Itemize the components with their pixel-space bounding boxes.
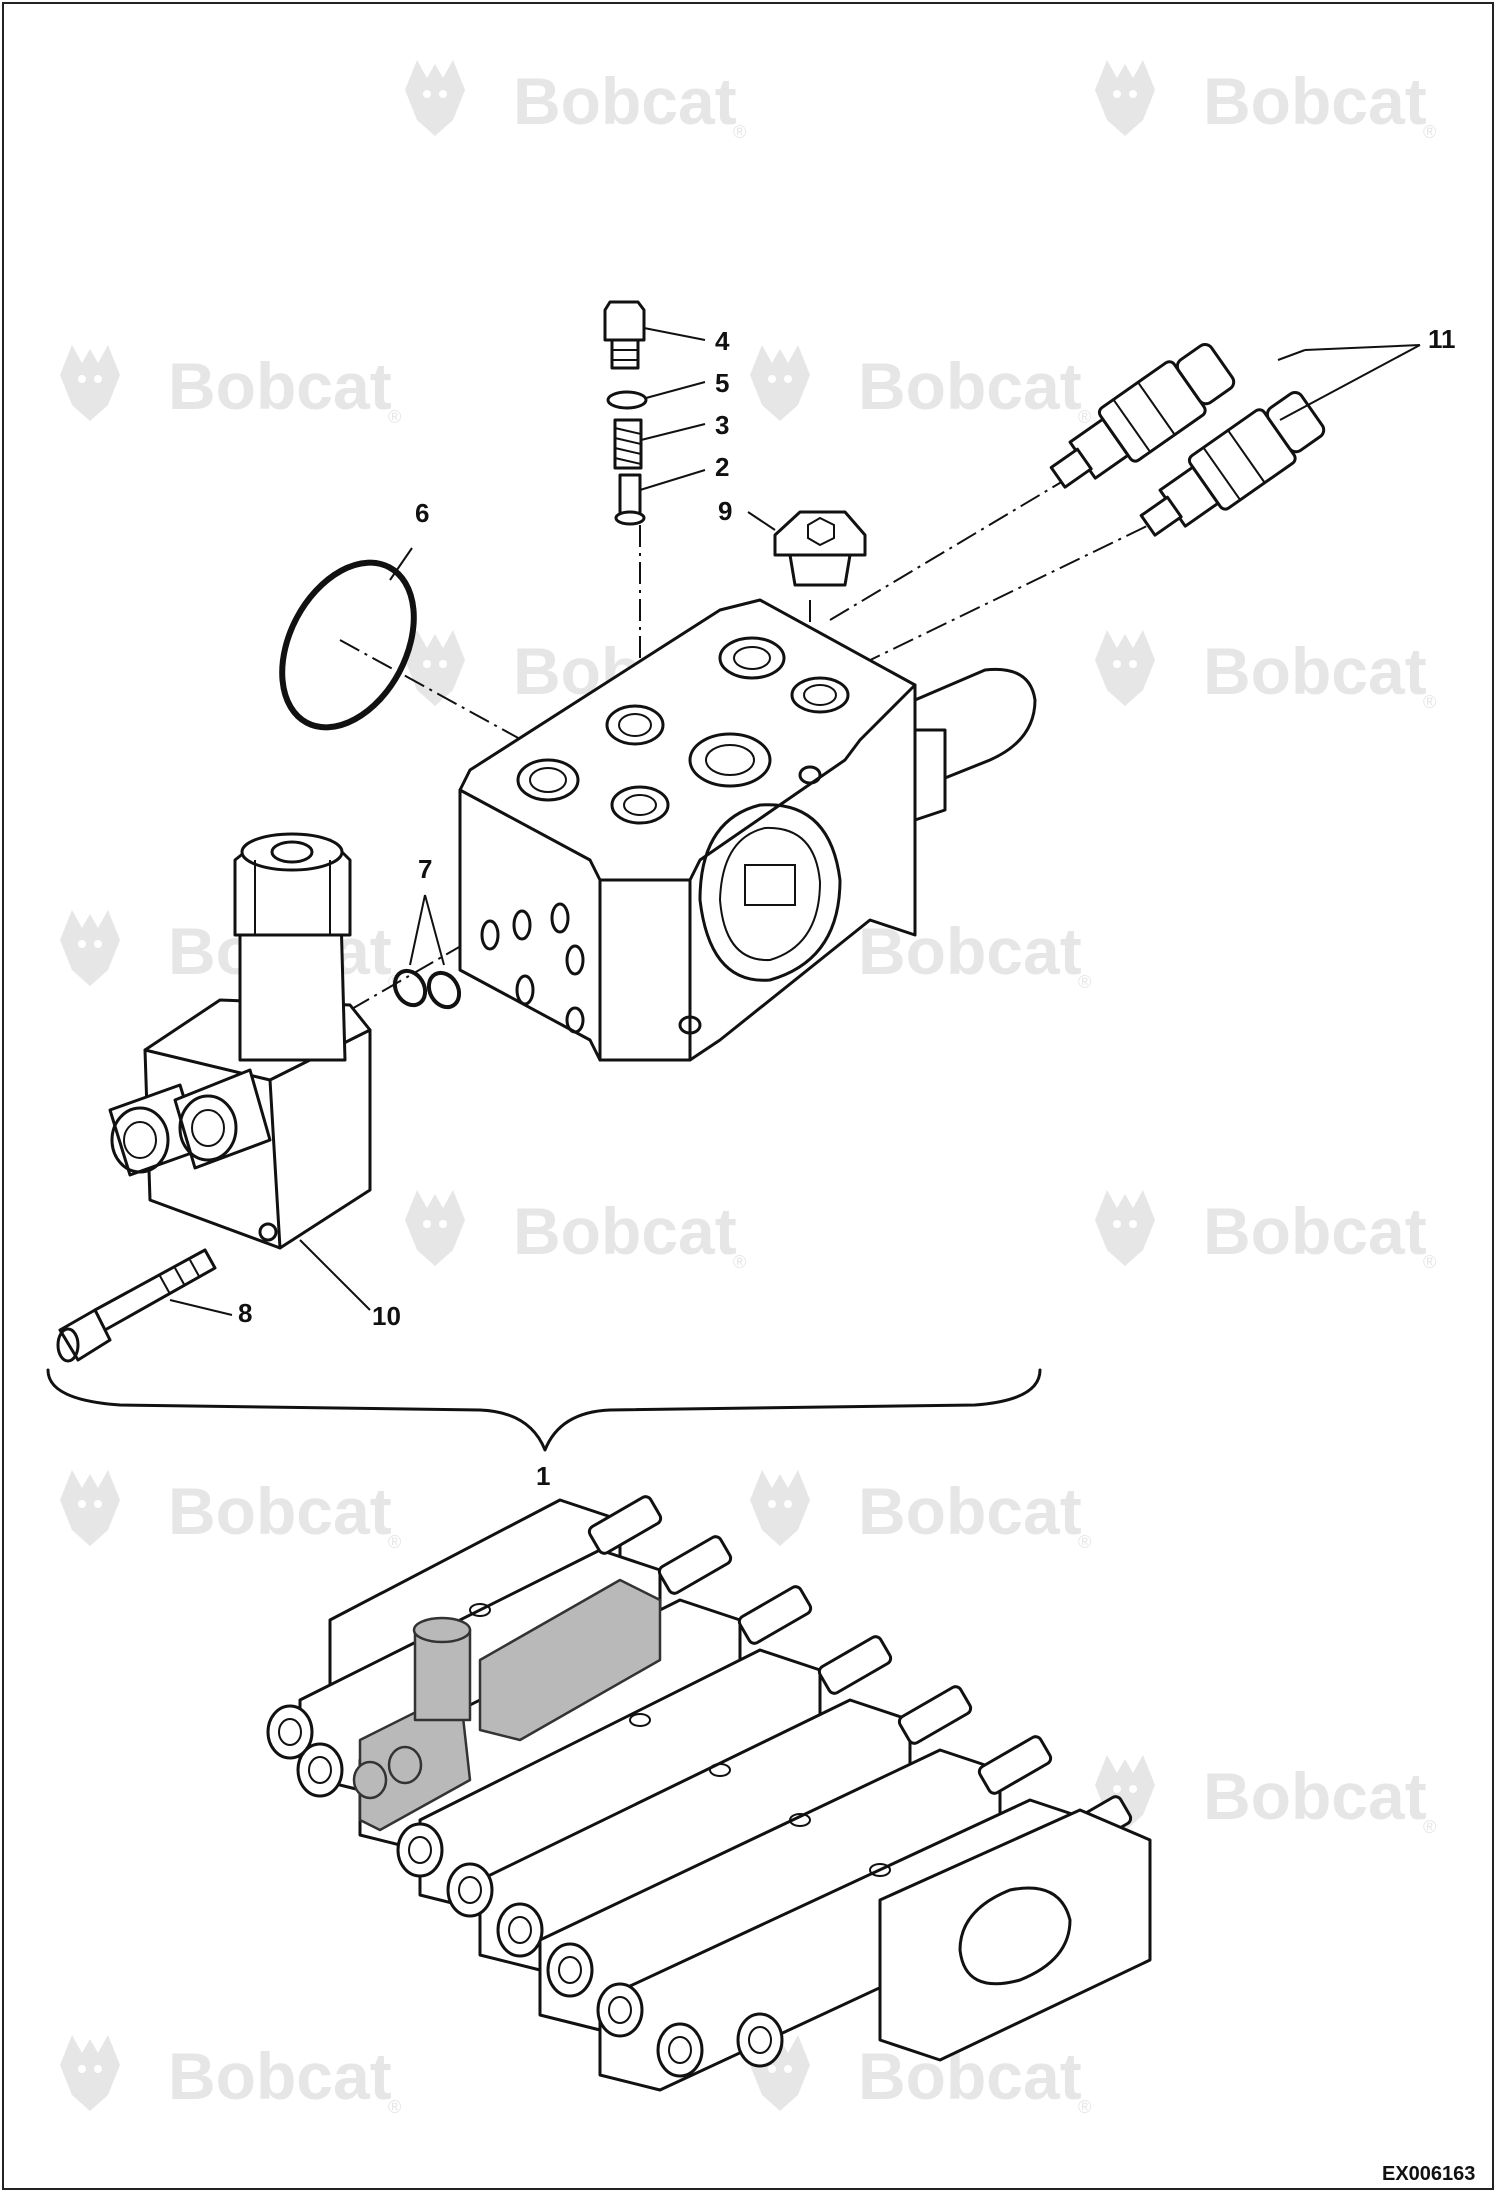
watermark-text: Bobcat [513,1194,737,1268]
callout-5: 5 [715,368,729,398]
part-5-oring [606,390,648,410]
watermark-text: Bobcat [168,2039,392,2113]
part-10-check-valve-block [108,832,372,1250]
bobcat-logo-icon [750,1470,810,1546]
part-4-plug [603,300,646,370]
callout-11: 11 [1428,324,1456,354]
callout-10: 10 [372,1301,401,1331]
callout-2: 2 [715,452,729,482]
watermark-text: Bobcat [1203,1194,1427,1268]
svg-text:®: ® [388,2097,401,2117]
bobcat-logo-icon [405,1190,465,1266]
bobcat-logo-icon [1095,630,1155,706]
bobcat-logo-icon [60,345,120,421]
part-8-bolt [56,1248,217,1363]
part-7-orings [392,968,462,1010]
watermark-text: Bobcat [858,1474,1082,1548]
part-6-large-oring [279,559,417,731]
svg-text:®: ® [1078,1532,1091,1552]
svg-text:®: ® [1423,1817,1436,1837]
leader-lines [169,327,1421,1316]
svg-text:®: ® [1423,1252,1436,1272]
svg-text:®: ® [388,407,401,427]
bobcat-logo-icon [1095,1190,1155,1266]
callout-6: 6 [415,498,429,528]
svg-text:®: ® [1078,2097,1091,2117]
svg-text:®: ® [1423,122,1436,142]
callout-3: 3 [715,410,729,440]
svg-text:®: ® [1078,407,1091,427]
assembly-brace [46,1368,1042,1452]
bobcat-logo-icon [750,345,810,421]
bobcat-logo-icon [60,910,120,986]
watermark-text: Bobcat [168,349,392,423]
bobcat-logo-icon [405,60,465,136]
watermark-text: Bobcat [858,349,1082,423]
watermark-text: Bobcat [1203,634,1427,708]
svg-text:®: ® [1078,972,1091,992]
bobcat-logo-icon [60,1470,120,1546]
document-id: EX006163 [1382,2163,1475,2185]
control-valve-assembly [266,1495,1152,2092]
valve-stack [266,1495,1152,2092]
highlighted-valve-section [352,1578,662,1832]
part-9-hex-plug [773,510,867,587]
part-2-poppet [614,473,646,526]
svg-text:®: ® [733,122,746,142]
watermark-text: Bobcat [1203,64,1427,138]
valve-section-body [458,598,1037,1062]
callout-8: 8 [238,1298,252,1328]
svg-text:®: ® [388,1532,401,1552]
callout-4: 4 [715,326,730,356]
svg-text:®: ® [1423,692,1436,712]
watermark-text: Bobcat [858,2039,1082,2113]
bobcat-logo-icon [1095,60,1155,136]
part-11-relief-valves [1049,342,1326,537]
part-3-spring [613,418,643,470]
bobcat-logo-icon [60,2035,120,2111]
callout-1: 1 [536,1461,550,1491]
svg-text:®: ® [733,1252,746,1272]
watermark-text: Bobcat [1203,1759,1427,1833]
watermark-text: Bobcat [168,1474,392,1548]
watermark-text: Bobcat [513,64,737,138]
callout-9: 9 [718,496,732,526]
callout-7: 7 [418,854,432,884]
callouts: 4 5 3 2 9 6 11 7 8 10 1 [238,324,1456,1491]
